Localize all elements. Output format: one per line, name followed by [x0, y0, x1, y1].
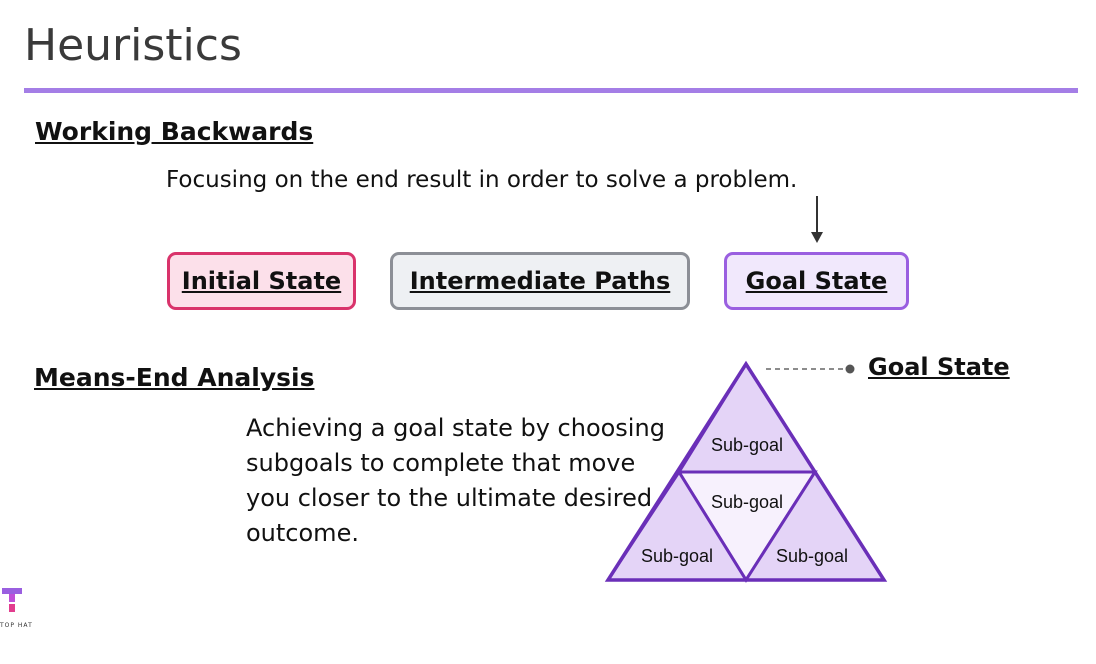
subgoal-middle-label: Sub-goal	[711, 492, 783, 512]
initial-state-box: Initial State	[167, 252, 356, 310]
means-end-goal-label: Goal State	[868, 353, 1010, 381]
intermediate-paths-box: Intermediate Paths	[390, 252, 690, 310]
goal-state-box: Goal State	[724, 252, 909, 310]
means-end-description: Achieving a goal state by choosing subgo…	[246, 414, 665, 547]
outer-triangle	[604, 360, 888, 582]
logo-text: TOP HAT	[0, 622, 33, 629]
goal-state-label: Goal State	[745, 267, 888, 295]
subgoal-bottom-left-label: Sub-goal	[641, 546, 713, 566]
subgoal-bottom-right-label: Sub-goal	[776, 546, 848, 566]
down-arrow-head	[811, 232, 823, 243]
initial-state-label: Initial State	[181, 267, 342, 295]
intermediate-paths-label: Intermediate Paths	[409, 267, 671, 295]
title-divider	[24, 88, 1078, 93]
means-end-heading: Means-End Analysis	[34, 363, 315, 392]
working-backwards-description: Focusing on the end result in order to s…	[166, 167, 798, 193]
top-hat-logo-icon	[2, 588, 22, 612]
subgoal-top-triangle	[676, 361, 818, 474]
subgoal-top-label: Sub-goal	[711, 435, 783, 455]
working-backwards-heading: Working Backwards	[35, 117, 314, 146]
goal-leader-dot	[845, 364, 855, 374]
page-title: Heuristics	[24, 20, 242, 71]
